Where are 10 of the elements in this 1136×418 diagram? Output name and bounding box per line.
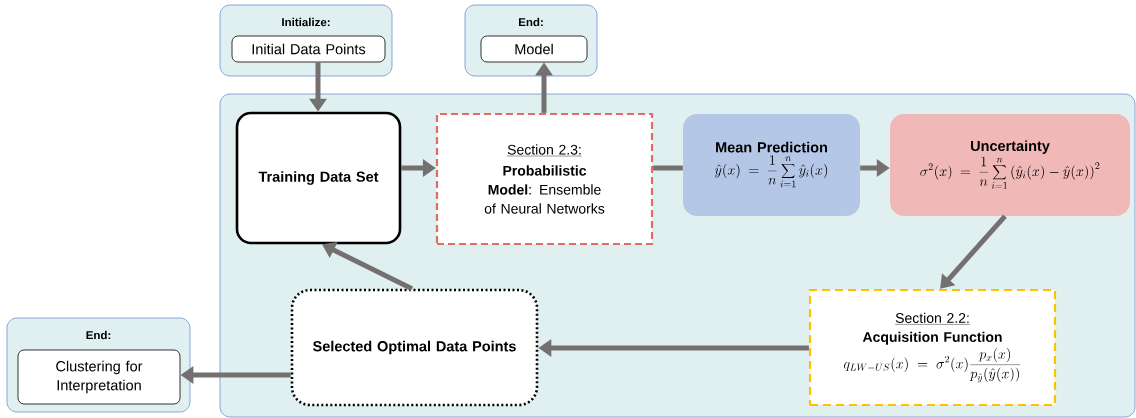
process-box: Training Data Set xyxy=(235,111,402,245)
process-box: Selected Optimal Data Points xyxy=(290,288,539,407)
process-box: Initial Data Points xyxy=(231,35,386,63)
process-box: Clustering for Interpretation xyxy=(17,349,181,405)
arrow xyxy=(940,214,1007,289)
process-box: Section 2.2: Acquisition Function $q_{LW-US}(x) = \sigma^2(x)\frac{p_x(x)}{p_{\hat{y}}(\hat{y}(x))}$ xyxy=(808,288,1057,407)
process-box: Model xyxy=(480,35,588,63)
process-box: Uncertainty $\sigma^2(x) = \frac{1}{n}\sum_{i=1}^{n}\left(\hat{y}_i(x) - \hat{y}(x)\right)^2$ xyxy=(890,114,1130,216)
process-box: Section 2.3: Probabilistic Model: Ensemble of Neural Networks xyxy=(435,112,654,246)
process-box: Mean Prediction $\hat{y}(x) = \frac{1}{n}\sum_{i=1}^{n}\hat{y}_i(x)$ xyxy=(683,114,860,216)
